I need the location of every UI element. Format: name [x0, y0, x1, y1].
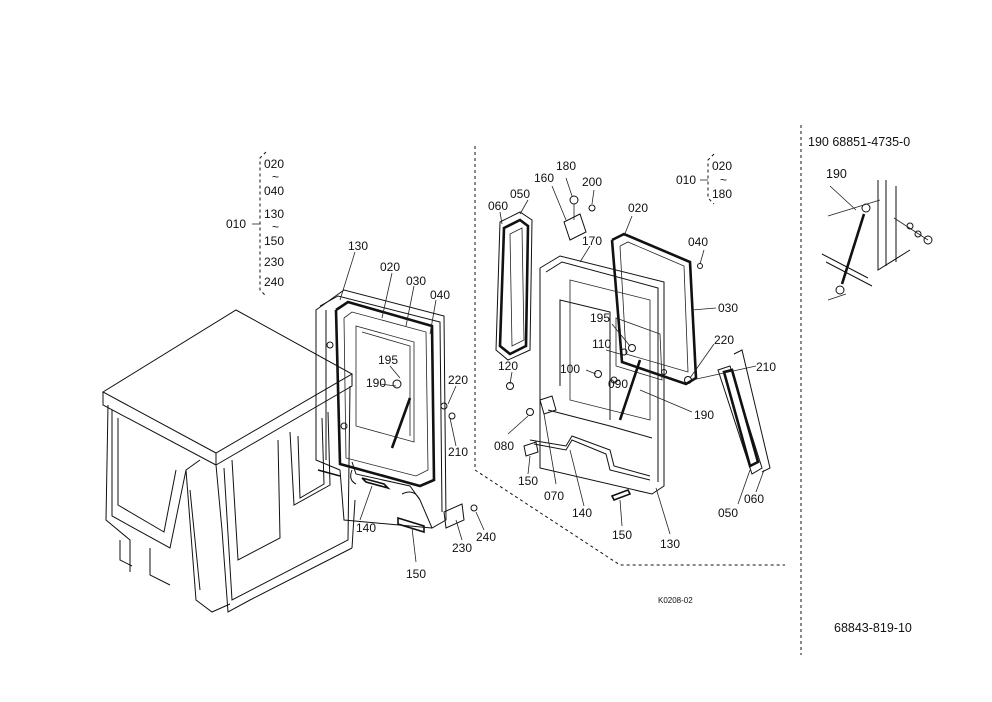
- right-label-060-side: 060: [744, 492, 764, 506]
- page-code: 68843-819-10: [834, 621, 912, 635]
- left-range-bracket: 010 020 ~ 040 130 ~ 150 230 240: [226, 151, 284, 297]
- left-leaders: [339, 251, 485, 563]
- right-label-100: 100: [560, 362, 580, 376]
- cab-body: [102, 309, 356, 613]
- left-door-assembly: [315, 289, 478, 534]
- left-label-240: 240: [476, 530, 496, 544]
- left-label-210: 210: [448, 445, 468, 459]
- right-label-050: 050: [510, 187, 530, 201]
- left-range-tilde-2: ~: [272, 220, 279, 234]
- left-range-item-6: 240: [264, 275, 284, 289]
- right-label-130: 130: [660, 537, 680, 551]
- left-part-labels: 130 020 030 040 195 190 220 210 140 150 …: [348, 239, 496, 581]
- right-label-110: 110: [592, 337, 611, 351]
- left-range-tilde-1: ~: [272, 170, 279, 184]
- right-label-120: 120: [498, 359, 518, 373]
- right-label-050-side: 050: [718, 506, 738, 520]
- left-label-230: 230: [452, 541, 472, 555]
- right-label-160: 160: [534, 171, 554, 185]
- left-range-item-2: 040: [264, 184, 284, 198]
- right-range-item-1: 020: [712, 159, 732, 173]
- right-label-060: 060: [488, 199, 508, 213]
- right-label-140: 140: [572, 506, 592, 520]
- right-range-tilde: ~: [720, 173, 727, 187]
- left-label-020: 020: [380, 260, 400, 274]
- right-assembly-label: 010: [676, 173, 696, 187]
- right-label-195: 195: [590, 311, 610, 325]
- right-label-150-right: 150: [612, 528, 632, 542]
- left-label-040: 040: [430, 288, 450, 302]
- right-label-090: 090: [608, 377, 628, 391]
- right-label-020: 020: [628, 201, 648, 215]
- figure-code: K0208-02: [658, 596, 693, 605]
- right-label-040: 040: [688, 235, 708, 249]
- left-range-item-5: 230: [264, 255, 284, 269]
- right-label-220: 220: [714, 333, 734, 347]
- right-label-210: 210: [756, 360, 776, 374]
- left-label-030: 030: [406, 274, 426, 288]
- right-label-080: 080: [494, 439, 514, 453]
- left-label-195: 195: [378, 353, 398, 367]
- left-label-220: 220: [448, 373, 468, 387]
- left-label-150: 150: [406, 567, 426, 581]
- right-label-070: 070: [544, 489, 564, 503]
- inset-panel: 190 68851-4735-0 190: [800, 125, 933, 655]
- left-range-item-4: 150: [264, 234, 284, 248]
- left-assembly-label: 010: [226, 217, 246, 231]
- right-door-assembly: [495, 195, 771, 502]
- right-label-200: 200: [582, 175, 602, 189]
- right-label-170: 170: [582, 234, 602, 248]
- right-range-bracket: 010 020 ~ 180: [676, 153, 732, 205]
- right-part-labels: 180 160 200 050 060 020 170 040 030 195 …: [488, 159, 776, 551]
- left-range-item-3: 130: [264, 207, 284, 221]
- section-separator: [474, 146, 785, 566]
- right-range-item-2: 180: [712, 187, 732, 201]
- right-label-180: 180: [556, 159, 576, 173]
- left-label-190: 190: [366, 376, 386, 390]
- left-label-130: 130: [348, 239, 368, 253]
- left-label-140: 140: [356, 521, 376, 535]
- right-label-150-left: 150: [518, 474, 538, 488]
- inset-label-190: 190: [826, 167, 847, 181]
- inset-header: 190 68851-4735-0: [808, 135, 910, 149]
- right-label-190: 190: [694, 408, 714, 422]
- right-label-030: 030: [718, 301, 738, 315]
- right-leaders: [499, 177, 765, 535]
- left-range-item-1: 020: [264, 157, 284, 171]
